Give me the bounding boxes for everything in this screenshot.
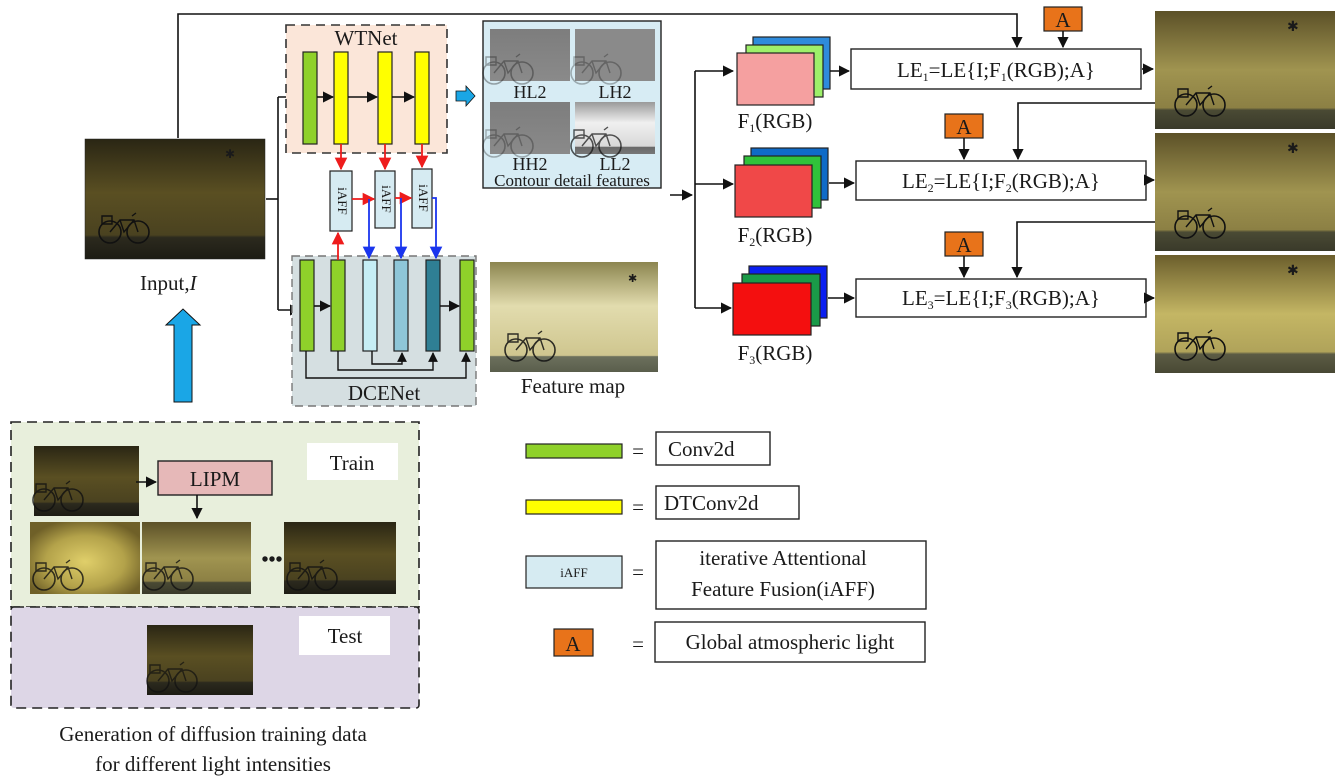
svg-text:iAFF: iAFF xyxy=(560,565,587,580)
atmos-light-a-badge xyxy=(944,231,984,257)
output-image-1: ✱ xyxy=(1155,11,1335,129)
tile-label-lh2: LH2 xyxy=(599,82,632,102)
svg-text:LIPM: LIPM xyxy=(190,467,241,491)
svg-text:✱: ✱ xyxy=(1287,142,1299,157)
dcenet-layer-dark xyxy=(425,259,441,352)
training-caption-line2: for different light intensities xyxy=(95,752,331,776)
iaff-block: iAFF xyxy=(411,168,433,229)
legend: = Conv2d = DTConv2d iAFF = iterative Att… xyxy=(525,431,927,663)
branch-3: F3(RGB) LE3=LE{I;F3(RGB);A} A xyxy=(732,221,1156,367)
train-augmented-image xyxy=(284,522,396,594)
f2-label: F2(RGB) xyxy=(738,223,813,249)
training-caption-line1: Generation of diffusion training data xyxy=(59,722,367,746)
f1-label: F1(RGB) xyxy=(738,109,813,135)
blue-up-arrow-icon xyxy=(164,308,202,403)
lipm-block xyxy=(157,460,273,496)
train-augmented-image xyxy=(30,522,140,594)
svg-text:✱: ✱ xyxy=(225,147,235,161)
wtnet-dtconv2d-layer xyxy=(333,51,349,145)
le1-equation-box xyxy=(850,48,1142,90)
atmos-light-a-badge xyxy=(944,113,984,139)
blue-right-arrow-icon xyxy=(455,84,476,108)
svg-text:DTConv2d: DTConv2d xyxy=(664,491,759,515)
svg-text:=: = xyxy=(632,495,644,519)
svg-text:Test: Test xyxy=(328,624,363,648)
svg-text:Global atmospheric light: Global atmospheric light xyxy=(686,630,895,654)
le2-equation-box xyxy=(855,160,1147,201)
legend-item-iaff: iAFF = iterative Attentional Feature Fus… xyxy=(525,540,927,610)
wtnet-dtconv2d-layer xyxy=(414,51,430,145)
svg-text:A: A xyxy=(956,233,972,257)
svg-text:LE2=LE{I;F2(RGB);A}: LE2=LE{I;F2(RGB);A} xyxy=(902,169,1100,195)
input-label: Input,I xyxy=(140,271,198,295)
output-image-2: ✱ xyxy=(1155,133,1335,251)
f3-label: F3(RGB) xyxy=(738,341,813,367)
test-image xyxy=(147,625,253,695)
legend-item-atmos: A = Global atmospheric light xyxy=(553,621,926,663)
iaff-block: iAFF xyxy=(329,170,353,232)
ellipsis: ••• xyxy=(261,549,282,571)
svg-text:LE1=LE{I;F1(RGB);A}: LE1=LE{I;F1(RGB);A} xyxy=(897,58,1095,84)
test-label-box xyxy=(299,616,390,655)
svg-text:=: = xyxy=(632,560,644,584)
output-image-3: ✱ xyxy=(1155,255,1335,373)
dcenet-block: DCENet xyxy=(291,255,477,407)
svg-text:Conv2d: Conv2d xyxy=(668,437,735,461)
svg-text:iAFF: iAFF xyxy=(335,187,350,214)
contour-caption: Contour detail features xyxy=(494,171,650,190)
dcenet-label: DCENet xyxy=(348,381,420,405)
svg-text:LE3=LE{I;F3(RGB);A}: LE3=LE{I;F3(RGB);A} xyxy=(902,286,1100,312)
wtnet-label: WTNet xyxy=(335,26,398,50)
svg-text:iterative Attentional: iterative Attentional xyxy=(699,546,867,570)
tile-label-hh2: HH2 xyxy=(513,154,548,174)
branch-1: F1(RGB) LE1=LE{I;F1(RGB);A} A xyxy=(736,6,1155,135)
atmos-light-a-badge xyxy=(1043,6,1083,32)
dcenet-conv2d-layer xyxy=(330,259,346,352)
iaff-block: iAFF xyxy=(374,170,396,229)
dcenet-conv2d-layer xyxy=(459,259,475,352)
svg-text:A: A xyxy=(956,115,972,139)
input-image: ✱ xyxy=(84,138,266,260)
wtnet-conv2d-layer xyxy=(302,51,318,145)
training-data-panel: Train Test LIPM ••• xyxy=(10,421,420,709)
legend-item-dtconv2d: = DTConv2d xyxy=(525,485,800,520)
dcenet-conv2d-layer xyxy=(299,259,315,352)
svg-text:=: = xyxy=(632,439,644,463)
svg-text:A: A xyxy=(1055,8,1071,32)
train-label-box xyxy=(307,443,398,480)
train-augmented-image xyxy=(142,522,251,594)
svg-text:✱: ✱ xyxy=(1287,264,1299,279)
dcenet-layer-mid xyxy=(393,259,409,352)
svg-text:Train: Train xyxy=(330,451,375,475)
svg-text:✱: ✱ xyxy=(628,273,637,285)
feature-map-label: Feature map xyxy=(521,374,625,398)
svg-text:A: A xyxy=(565,632,581,656)
dcenet-layer-light xyxy=(362,259,378,352)
tile-label-hl2: HL2 xyxy=(514,82,547,102)
branch-2: F2(RGB) LE2=LE{I;F2(RGB);A} A xyxy=(734,102,1156,249)
svg-text:✱: ✱ xyxy=(1287,20,1299,35)
skip-connection-input-to-le1 xyxy=(177,13,1023,138)
feature-map-image: ✱ xyxy=(490,262,658,372)
svg-text:iAFF: iAFF xyxy=(416,184,431,211)
wtnet-dtconv2d-layer xyxy=(377,51,393,145)
legend-item-conv2d: = Conv2d xyxy=(525,431,771,466)
svg-text:Feature Fusion(iAFF): Feature Fusion(iAFF) xyxy=(691,577,875,601)
wtnet-block: WTNet xyxy=(285,24,448,154)
svg-text:iAFF: iAFF xyxy=(379,185,394,212)
svg-text:=: = xyxy=(632,632,644,656)
train-source-image xyxy=(34,446,139,516)
contour-detail-panel: HL2 LH2 HH2 LL2 Contour detail features xyxy=(482,20,662,190)
tile-label-ll2: LL2 xyxy=(600,154,631,174)
